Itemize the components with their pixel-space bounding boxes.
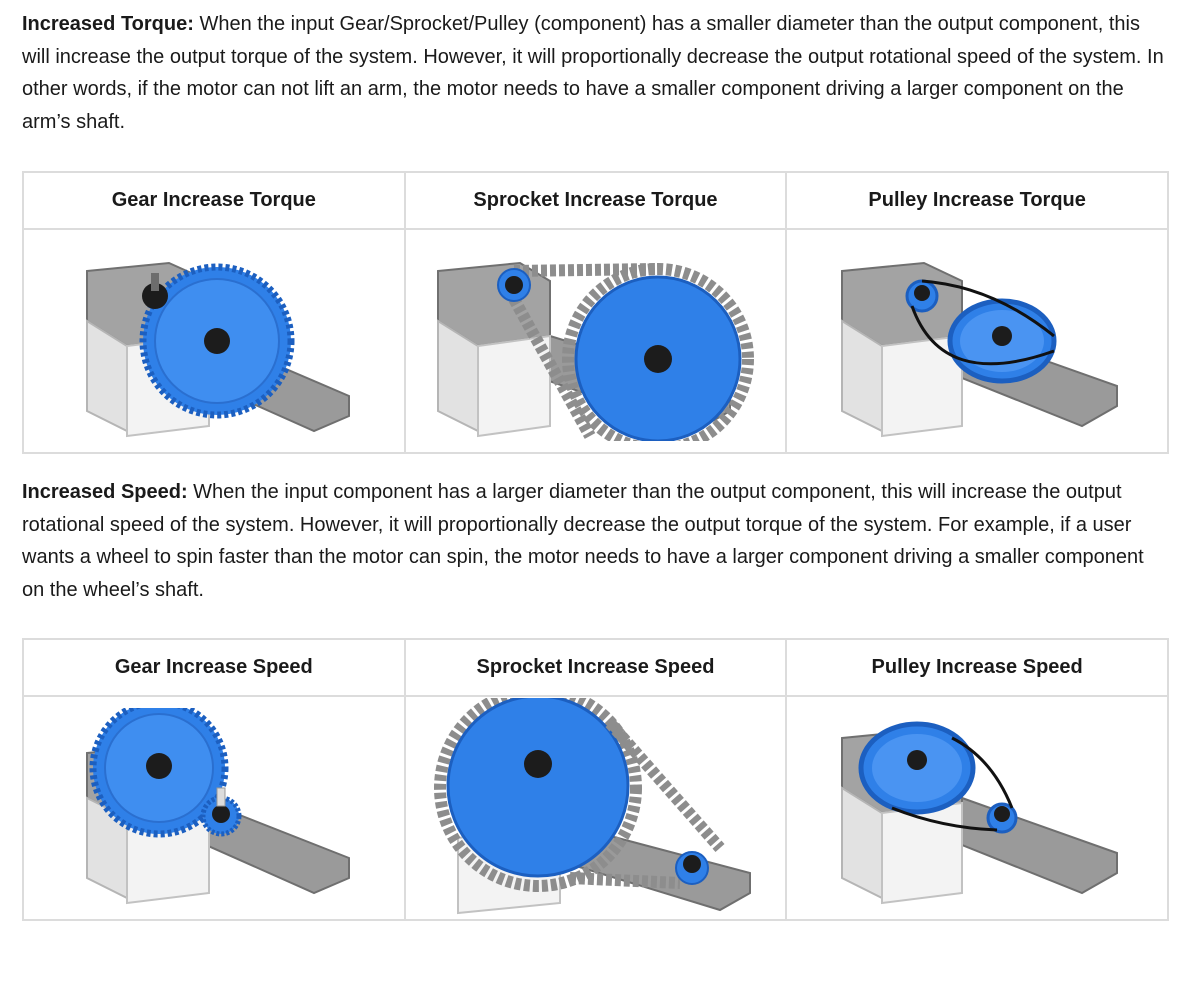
speed-header-row: Gear Increase Speed Sprocket Increase Sp… — [22, 638, 1169, 697]
torque-paragraph: Increased Torque: When the input Gear/Sp… — [22, 8, 1168, 138]
torque-header-row: Gear Increase Torque Sprocket Increase T… — [22, 171, 1169, 230]
pulley-increase-speed-illustration — [841, 721, 1119, 905]
sprocket-increase-torque-illustration — [437, 261, 755, 441]
torque-image-row — [22, 228, 1169, 454]
col-gear-increase-torque: Gear Increase Torque — [22, 171, 406, 230]
speed-paragraph: Increased Speed: When the input componen… — [22, 476, 1168, 606]
torque-table: Gear Increase Torque Sprocket Increase T… — [22, 171, 1169, 454]
speed-body: When the input component has a larger di… — [22, 481, 1144, 601]
torque-body: When the input Gear/Sprocket/Pulley (com… — [22, 13, 1164, 133]
gear-increase-torque-illustration — [85, 261, 350, 438]
speed-heading: Increased Speed: — [22, 481, 188, 503]
col-gear-increase-speed: Gear Increase Speed — [22, 638, 406, 697]
col-sprocket-increase-torque: Sprocket Increase Torque — [403, 171, 788, 230]
gear-increase-speed-illustration — [85, 708, 350, 905]
col-sprocket-increase-speed: Sprocket Increase Speed — [403, 638, 788, 697]
col-pulley-increase-torque: Pulley Increase Torque — [785, 171, 1169, 230]
speed-table: Gear Increase Speed Sprocket Increase Sp… — [22, 638, 1169, 921]
sprocket-increase-speed-illustration — [434, 698, 752, 915]
speed-image-row — [22, 695, 1169, 921]
pulley-increase-torque-illustration — [841, 261, 1119, 438]
col-pulley-increase-speed: Pulley Increase Speed — [785, 638, 1169, 697]
torque-heading: Increased Torque: — [22, 13, 194, 35]
